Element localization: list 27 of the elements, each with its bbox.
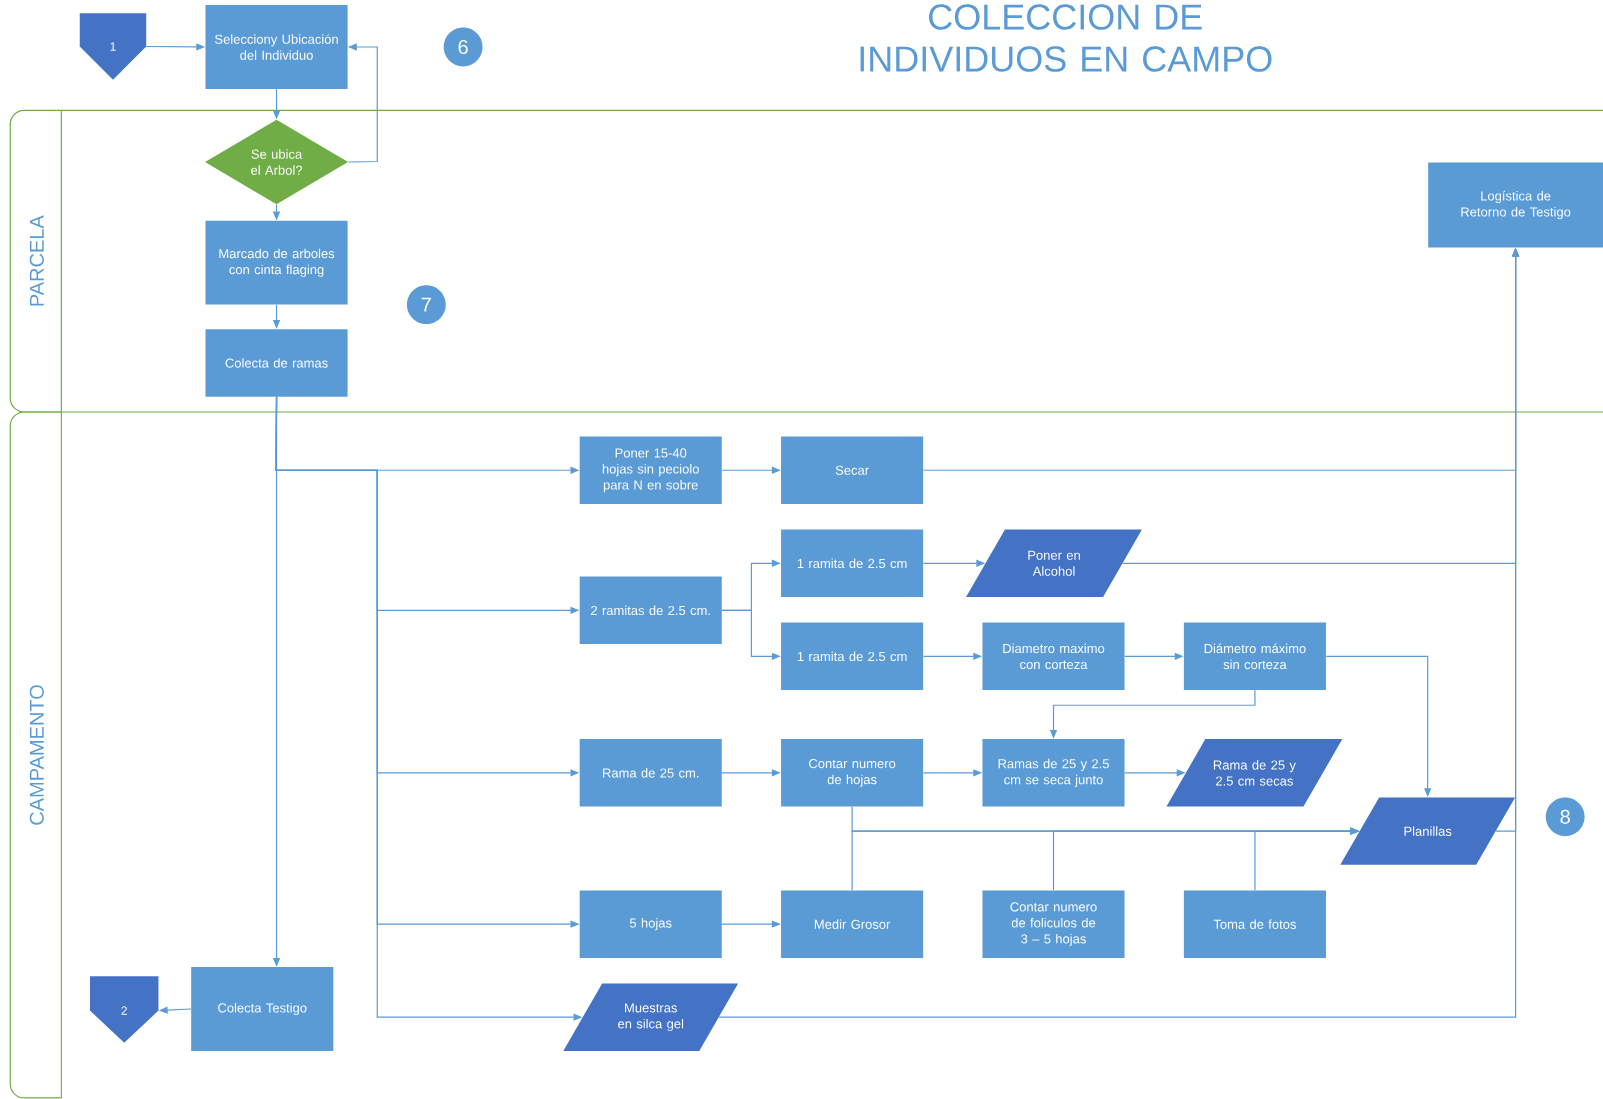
process-box: Colecta Testigo	[191, 967, 334, 1051]
offpage-connector: 1	[79, 13, 147, 80]
process-box: Diámetro máximo sin corteza	[1183, 622, 1326, 691]
process-box: Toma de fotos	[1183, 890, 1326, 958]
process-box: Diametro maximo con corteza	[982, 622, 1125, 691]
arrow	[347, 43, 378, 163]
process-box: Rama de 25 cm.	[579, 739, 722, 807]
process-box: 1 ramita de 2.5 cm	[781, 622, 924, 691]
data-parallelogram: Poner en Alcohol	[966, 529, 1142, 598]
process-box: Poner 15-40 hojas sin peciolo para N en sobre	[579, 436, 722, 504]
process-box: 2 ramitas de 2.5 cm.	[579, 576, 722, 645]
process-box: 5 hojas	[579, 890, 722, 958]
data-parallelogram: Muestras en silca gel	[563, 983, 739, 1051]
data-parallelogram: Planillas	[1340, 797, 1516, 865]
process-box: Contar numero de hojas	[781, 739, 924, 807]
data-parallelogram: Rama de 25 y 2.5 cm secas	[1166, 739, 1343, 807]
process-box: Ramas de 25 y 2.5 cm se seca junto	[982, 739, 1125, 807]
offpage-connector: 2	[89, 976, 159, 1043]
process-box: Medir Grosor	[781, 890, 924, 958]
process-box: Marcado de arboles con cinta flaging	[205, 220, 348, 305]
process-box: Secar	[781, 436, 924, 504]
process-box: Colecta de ramas	[205, 329, 348, 397]
process-box: 1 ramita de 2.5 cm	[781, 529, 924, 598]
process-box: Selecciony Ubicación del Individuo	[205, 5, 348, 89]
process-box: Logística de Retorno de Testigo	[1428, 162, 1603, 248]
title: COLECCION DE INDIVIDUOS EN CAMPO	[860, 4, 1272, 72]
process-box: Contar numero de foliculos de 3 – 5 hojas	[982, 890, 1125, 958]
